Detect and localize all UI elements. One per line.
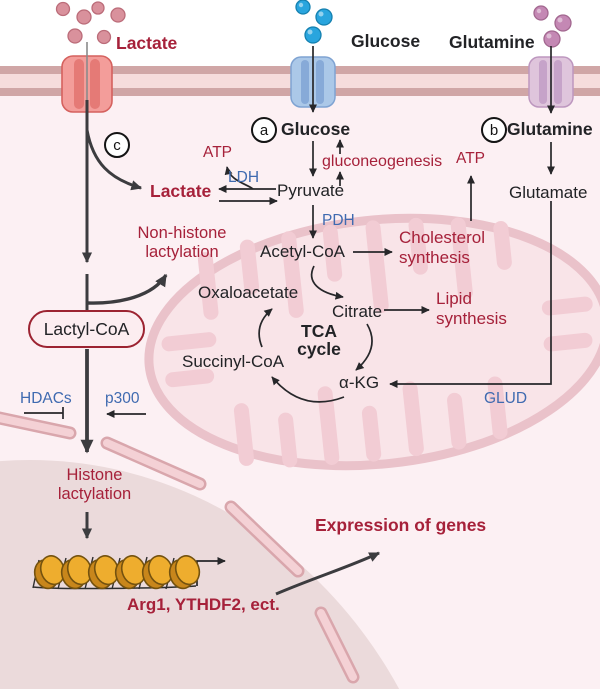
acetyl-coa-label: Acetyl-CoA <box>260 242 346 261</box>
glutamine-extracellular-label: Glutamine <box>449 32 535 52</box>
cristae <box>161 217 593 468</box>
marker-b: b <box>481 117 507 143</box>
arrow-glutamate-glud-to-akg <box>389 201 552 388</box>
histone-lactylation-label: Histone lactylation <box>57 466 132 503</box>
arrow-to-nonhistone-lactylation <box>87 273 168 305</box>
non-histone-lactylation-label: Non-histone lactylation <box>137 224 227 261</box>
arrow-akg-to-succinylcoa <box>271 376 345 403</box>
marker-a-letter: a <box>259 121 269 139</box>
marker-c: c <box>104 132 130 158</box>
glucose-cytosol-label: Glucose <box>281 119 351 139</box>
cholesterol-synthesis-label: Cholesterol synthesis <box>399 228 485 267</box>
oxaloacetate-label: Oxaloacetate <box>198 283 299 302</box>
lactyl-coa-box: Lactyl-CoA <box>28 310 145 348</box>
glucose-molecules-icon <box>295 0 333 44</box>
marker-b-letter: b <box>489 121 499 139</box>
arrow-ldh-atp <box>224 166 254 190</box>
marker-a: a <box>251 117 277 143</box>
atp-glycolysis-label: ATP <box>203 144 232 161</box>
mitochondrion-icon <box>144 213 600 471</box>
arrow-expression-of-genes <box>275 551 381 596</box>
arrow-acetylcoa-to-citrate <box>310 265 344 300</box>
lactate-molecules-icon <box>55 1 126 45</box>
atp-mitochondria-label: ATP <box>456 150 485 167</box>
pyruvate-label: Pyruvate <box>277 181 345 200</box>
lactyl-coa-label: Lactyl-CoA <box>43 318 130 339</box>
nucleosome-array-icon <box>32 555 201 590</box>
arrow-succinylcoa-to-oxaloacetate <box>258 308 273 348</box>
hdacs-label: HDACs <box>20 390 72 407</box>
glud-label: GLUD <box>484 390 528 407</box>
target-genes-label: Arg1, YTHDF2, ect. <box>127 595 280 614</box>
glutamine-molecules-icon <box>533 5 572 48</box>
p300-label: p300 <box>105 390 140 407</box>
expression-of-genes-label: Expression of genes <box>315 515 487 535</box>
lactate-cytosol-label: Lactate <box>150 181 212 201</box>
nuclear-envelope-segments <box>0 411 360 684</box>
marker-c-letter: c <box>113 136 121 154</box>
alpha-kg-label: α-KG <box>339 373 380 392</box>
succinyl-coa-label: Succinyl-CoA <box>182 352 285 371</box>
inhibition-hdacs-icon <box>24 407 64 419</box>
lactate-extracellular-label: Lactate <box>116 33 178 53</box>
tca-cycle-label: TCA cycle <box>297 321 341 360</box>
glutamine-cytosol-label: Glutamine <box>507 119 593 139</box>
glucose-extracellular-label: Glucose <box>351 31 421 51</box>
glutamate-label: Glutamate <box>509 183 588 202</box>
pdh-label: PDH <box>322 212 355 229</box>
arrow-lactate-branch <box>85 129 143 191</box>
arrow-citrate-to-akg <box>355 323 373 371</box>
citrate-label: Citrate <box>332 302 383 321</box>
lipid-synthesis-label: Lipid synthesis <box>436 289 507 328</box>
gluconeogenesis-label: gluconeogenesis <box>322 153 443 170</box>
ldh-label: LDH <box>228 169 260 186</box>
